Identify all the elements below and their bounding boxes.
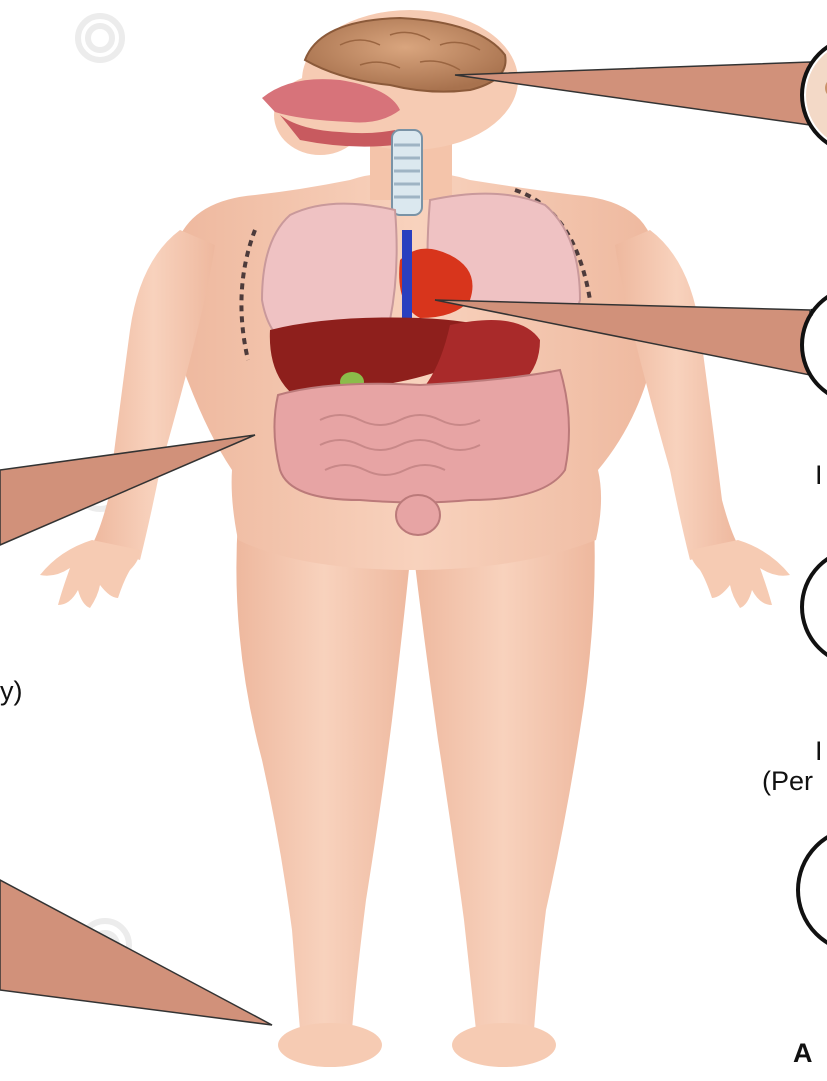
right-leg (412, 520, 595, 1030)
label-fragment-i-2: I (815, 738, 823, 765)
vena-cava (402, 230, 412, 320)
icon-circles-right (798, 37, 827, 952)
label-fragment-comma: , (808, 288, 816, 318)
label-fragment-i-1: I (815, 462, 823, 489)
circle-third (802, 549, 827, 665)
callout-foot (0, 880, 272, 1025)
bladder (396, 495, 440, 535)
label-fragment-paren: y) (0, 678, 23, 705)
left-leg (236, 520, 412, 1030)
intestine-icon (274, 370, 569, 503)
circle-fourth (798, 828, 827, 952)
right-foot (452, 1023, 556, 1067)
left-hand (40, 540, 140, 608)
label-fragment-a: A (793, 1040, 813, 1067)
left-foot (278, 1023, 382, 1067)
right-hand (690, 540, 790, 608)
label-fragment-per: (Per (762, 768, 813, 795)
